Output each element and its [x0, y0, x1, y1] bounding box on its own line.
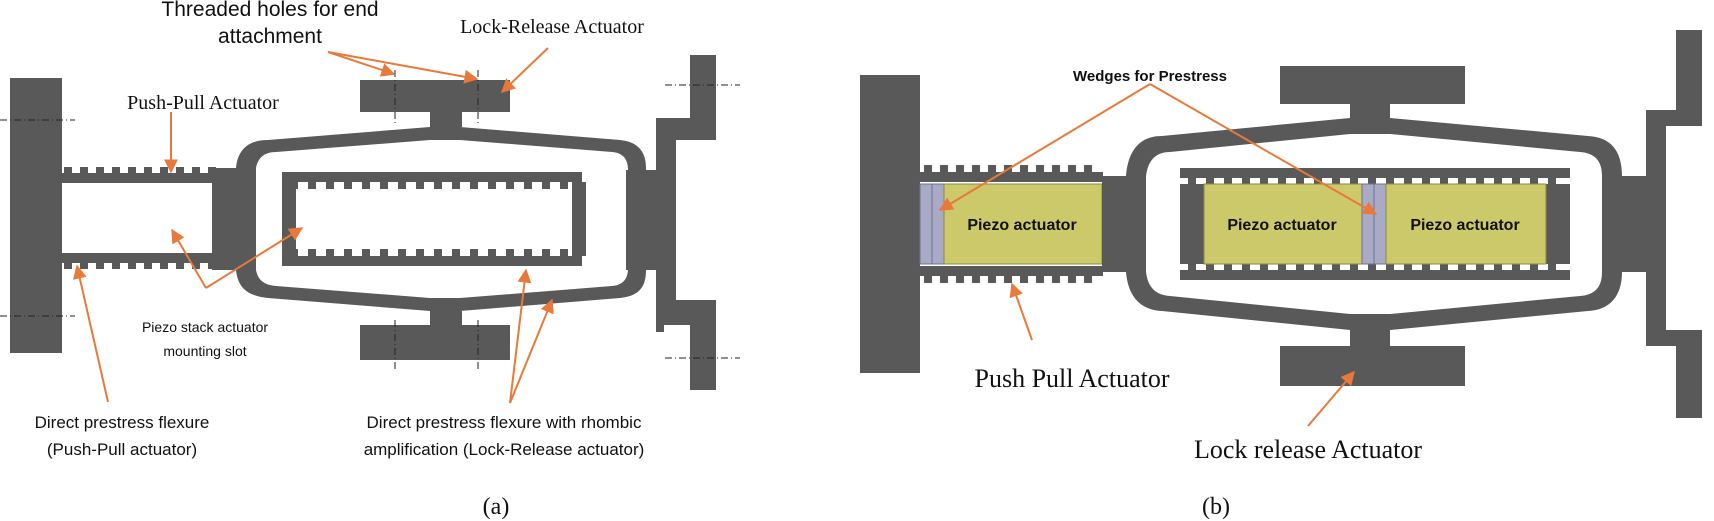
- b-piezo-left: [943, 183, 1103, 265]
- b-bottom-mount: [1280, 330, 1465, 386]
- a-label-threaded-holes-1: Threaded holes for end: [161, 0, 378, 21]
- b-wedge-mid-1: [1361, 183, 1375, 265]
- b-label-piezo-left: Piezo actuator: [967, 217, 1076, 234]
- a-right-end-bracket: [664, 55, 716, 390]
- b-label-piezo-mid: Piezo actuator: [1227, 217, 1336, 234]
- a-push-pull-flexure: [60, 167, 223, 269]
- b-wedge-mid-2: [1373, 183, 1387, 265]
- a-caption: (a): [483, 494, 510, 520]
- a-label-push-pull: Push-Pull Actuator: [127, 92, 279, 114]
- panel-b: Wedges for Prestress Piezo actuator Piez…: [860, 30, 1702, 520]
- a-right-block: [626, 170, 656, 270]
- b-caption: (b): [1202, 494, 1230, 520]
- a-left-end-plate: [10, 78, 62, 353]
- b-piezo-mid: [1203, 183, 1363, 265]
- b-piezo-right: [1385, 183, 1547, 265]
- a-label-rhombic-1: Direct prestress flexure with rhombic: [367, 413, 642, 432]
- a-label-threaded-holes-2: attachment: [218, 25, 322, 48]
- b-right-block: [1620, 176, 1646, 272]
- a-center-block: [212, 168, 240, 270]
- a-label-direct-flexure-2: (Push-Pull actuator): [47, 440, 197, 459]
- a-label-lock-release: Lock-Release Actuator: [460, 16, 644, 38]
- b-label-wedges: Wedges for Prestress: [1073, 68, 1227, 85]
- b-label-lock-release: Lock release Actuator: [1194, 435, 1422, 464]
- b-label-push-pull: Push Pull Actuator: [974, 364, 1169, 393]
- b-wedge-left-1: [919, 183, 933, 265]
- panel-a: Threaded holes for end attachment Lock-R…: [0, 0, 740, 520]
- a-top-mount: [360, 80, 510, 127]
- a-bottom-mount: [360, 311, 510, 360]
- b-center-block: [1102, 176, 1130, 272]
- b-top-mount: [1280, 66, 1465, 118]
- b-label-piezo-right: Piezo actuator: [1410, 217, 1519, 234]
- b-right-end-bracket: [1654, 30, 1702, 418]
- b-left-end-plate: [860, 75, 920, 373]
- b-wedge-left-2: [931, 183, 945, 265]
- a-label-rhombic-2: amplification (Lock-Release actuator): [364, 440, 645, 459]
- a-label-mounting-slot-1: Piezo stack actuator: [142, 319, 268, 335]
- a-label-direct-flexure-1: Direct prestress flexure: [35, 413, 210, 432]
- a-label-mounting-slot-2: mounting slot: [163, 343, 246, 359]
